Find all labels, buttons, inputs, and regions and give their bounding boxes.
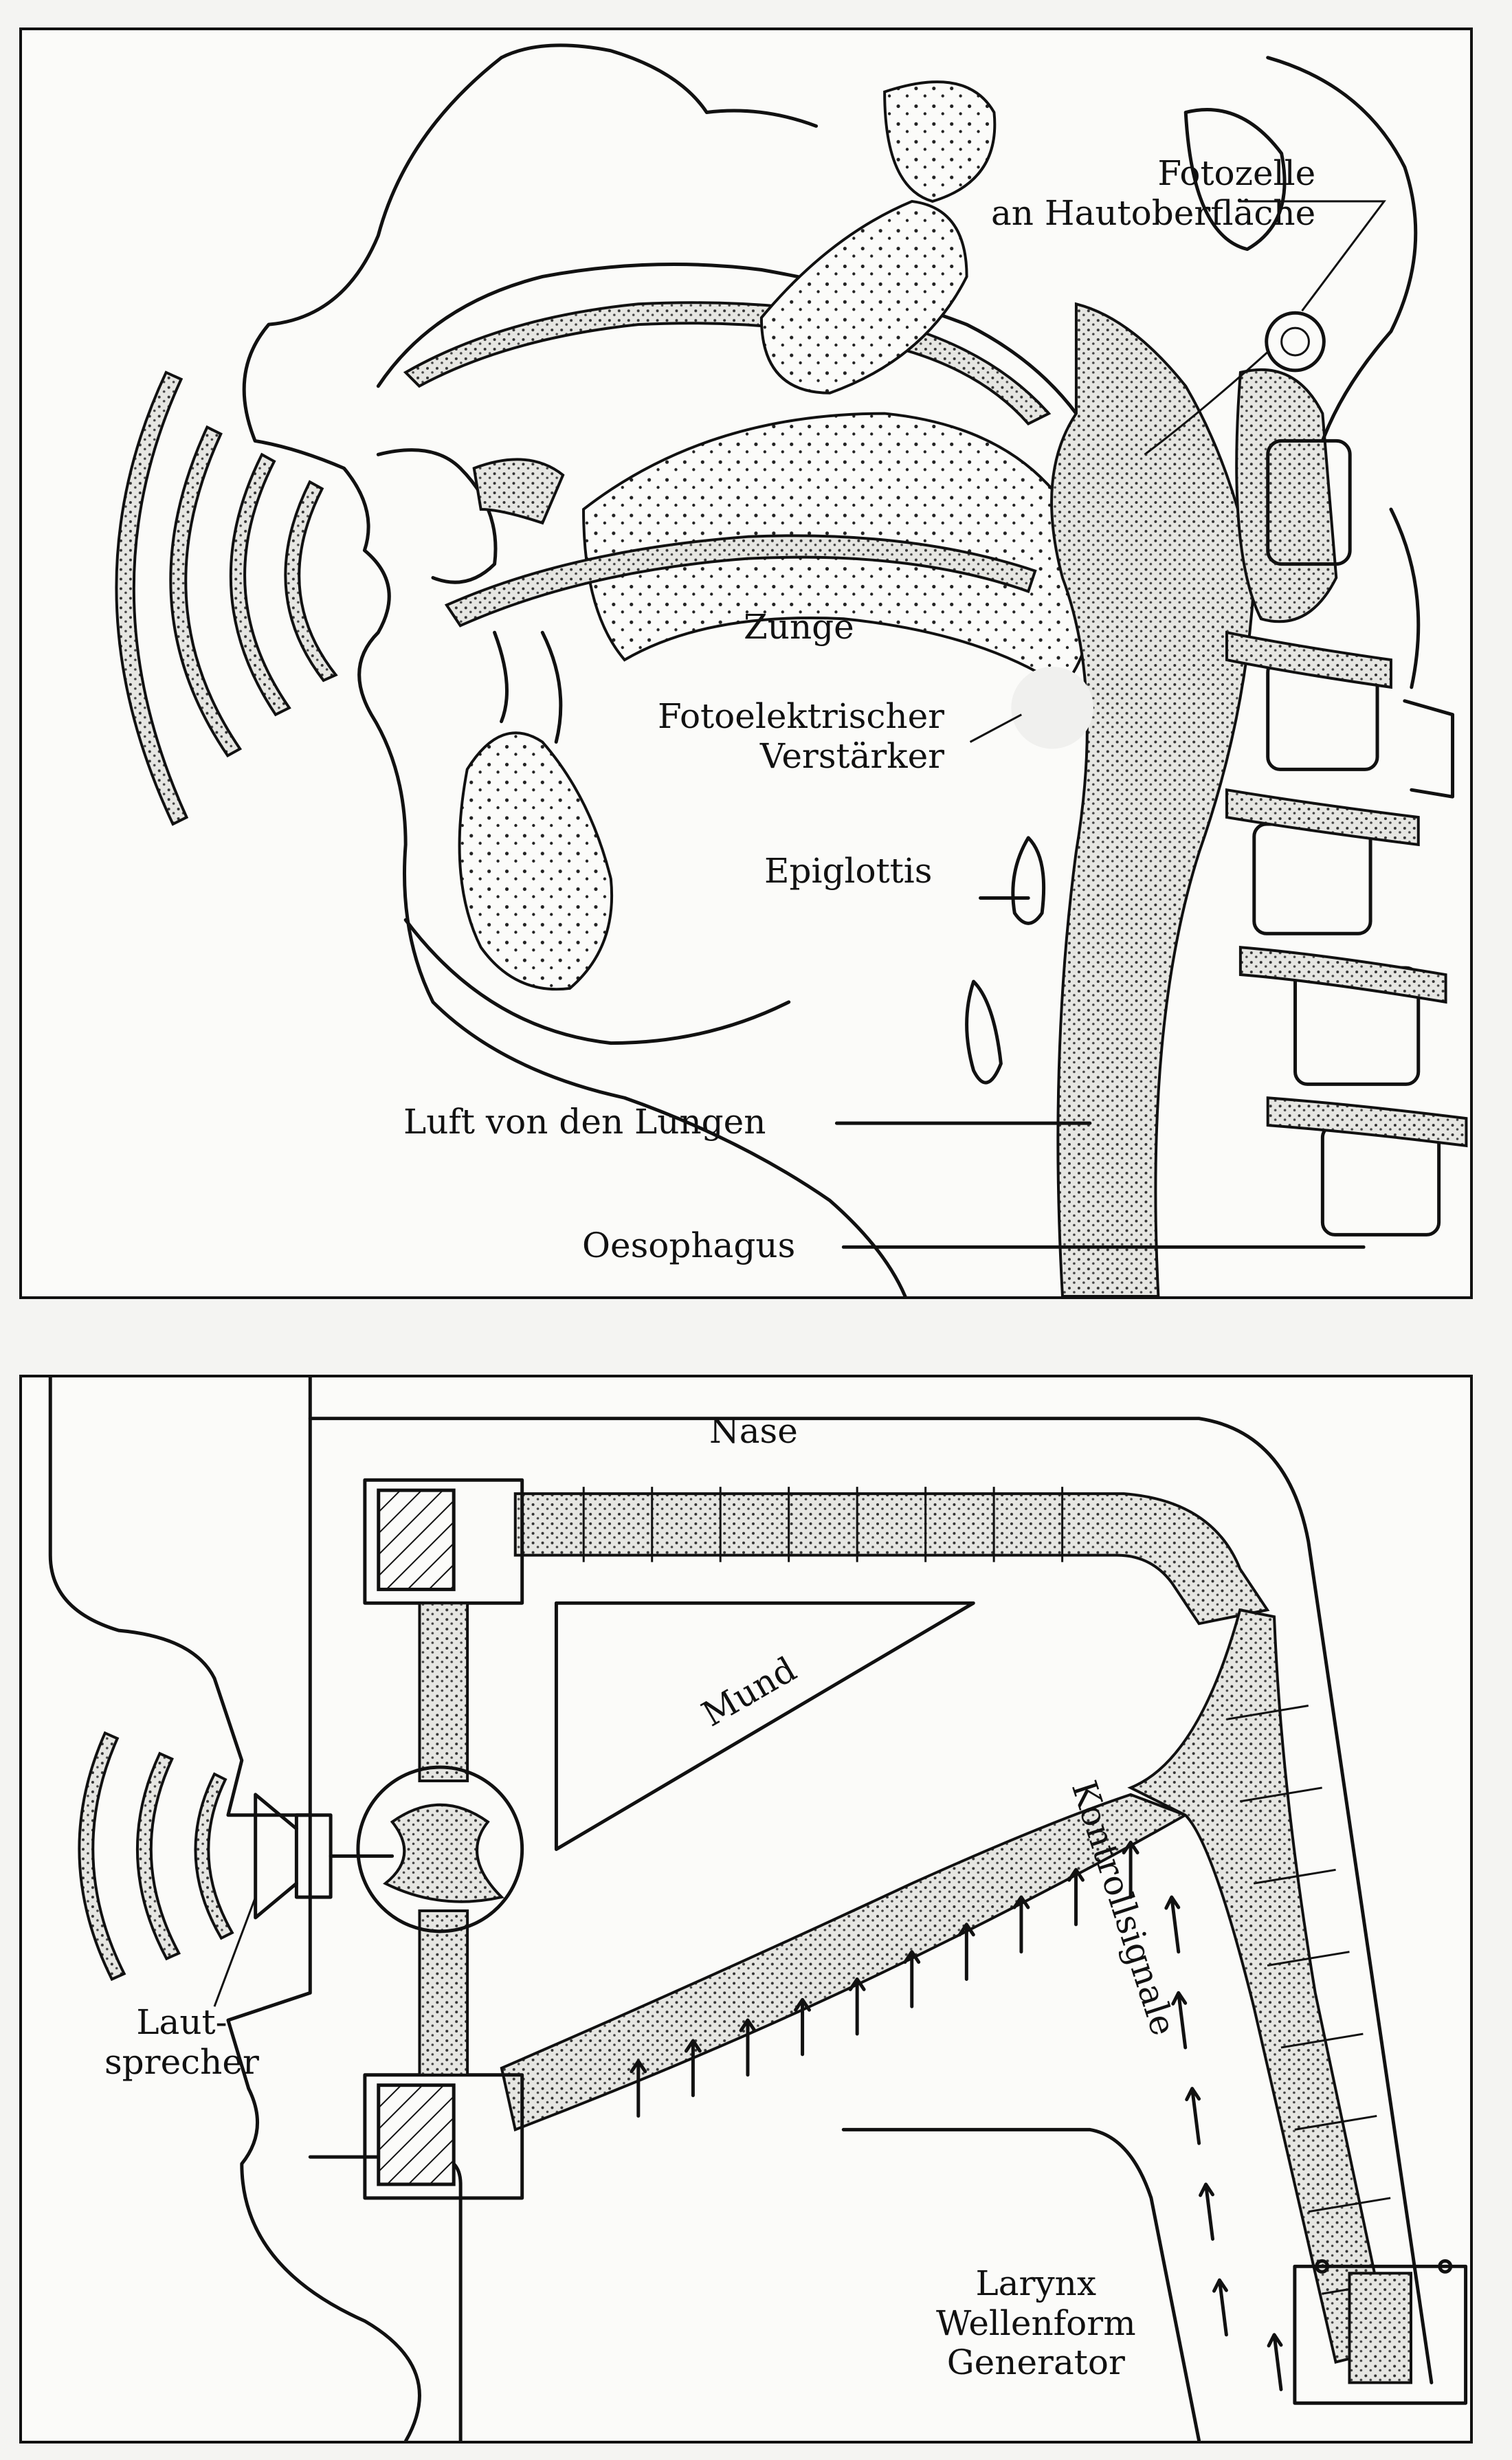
pharynx (1050, 302, 1256, 1296)
nasal-block (377, 1488, 456, 1591)
face-profile (242, 56, 907, 1296)
mixer-circle (356, 1765, 524, 1933)
anatomy-drawing (115, 43, 1468, 1296)
label-larynx-wellenform-generator: Larynx Wellenform Generator (936, 2263, 1136, 2382)
pharynx-tube (1127, 1608, 1392, 2364)
nasal-segments (582, 1487, 1064, 1562)
lower-jaw (458, 731, 614, 991)
label-nase: Nase (709, 1411, 798, 1451)
vertebrae (1225, 368, 1468, 1237)
head-outline (48, 1377, 421, 2441)
epiglottis-shape (1011, 836, 1046, 925)
electronic-model-panel: Nase Mund Kontrollsignale Laut- sprecher… (19, 1375, 1473, 2444)
speaker-sound-waves (78, 1731, 234, 1982)
electronic-model-drawing (48, 1377, 1468, 2441)
oral-block (377, 2083, 456, 2186)
label-zunge: Zunge (744, 607, 854, 647)
larynx-generator-box (1293, 2264, 1468, 2405)
control-signal-arrows (630, 1841, 1283, 2391)
loudspeaker-icon (294, 1813, 333, 1899)
photocell-icon (1265, 311, 1326, 373)
label-lautsprecher: Laut- sprecher (104, 2002, 259, 2082)
label-epiglottis: Epiglottis (764, 851, 933, 891)
sound-waves-left (115, 370, 338, 826)
mouth-triangle (554, 1601, 975, 1851)
label-fotoelektrischer-verstaerker: Fotoelektrischer Verstärker (658, 696, 945, 776)
nasal-tube (513, 1492, 1270, 1626)
label-luft-von-den-lungen: Luft von den Lungen (403, 1102, 766, 1142)
anatomy-diagram-panel: Fotozelle an Hautoberfläche Zunge Fotoel… (19, 27, 1473, 1299)
label-fotozelle: Fotozelle an Hautoberfläche (991, 153, 1316, 233)
label-oesophagus: Oesophagus (582, 1226, 796, 1265)
